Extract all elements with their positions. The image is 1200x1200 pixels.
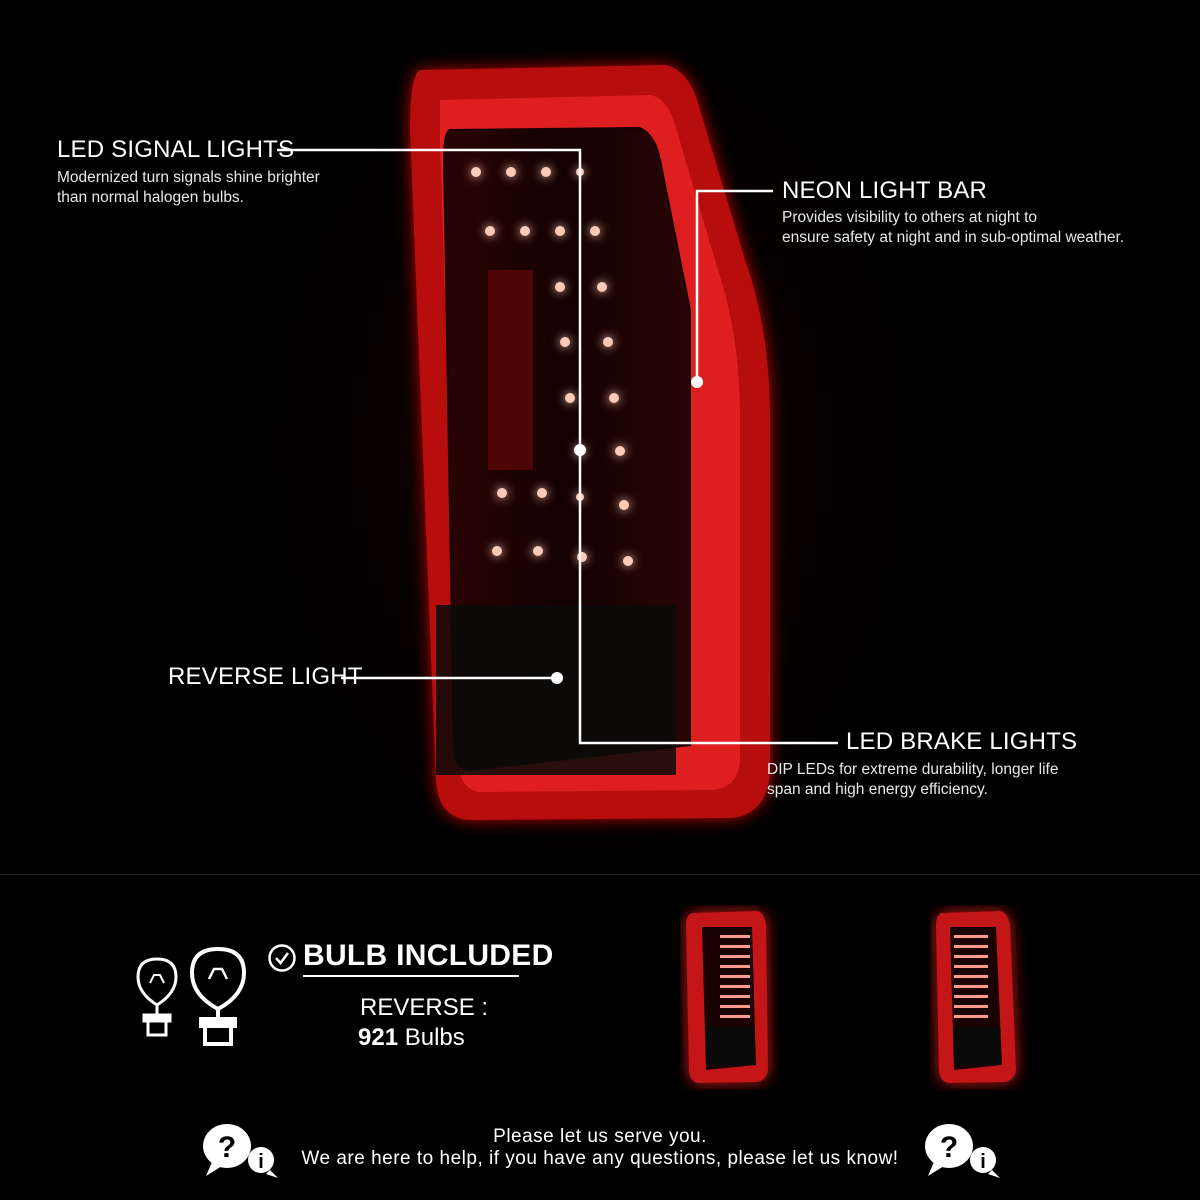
callout-signal-title: LED SIGNAL LIGHTS: [57, 136, 295, 163]
help-info-icon[interactable]: ? i: [922, 1120, 1002, 1180]
bulb-icons: [136, 946, 247, 1046]
bulb-included-title: BULB INCLUDED: [303, 939, 554, 972]
svg-text:?: ?: [218, 1131, 236, 1164]
bulb-small-icon: [136, 957, 178, 1037]
svg-text:i: i: [258, 1151, 264, 1173]
help-info-icon[interactable]: ? i: [200, 1120, 280, 1180]
callout-neon-desc-2: ensure safety at night and in sub-optima…: [782, 229, 1125, 246]
bulb-title-underline: [303, 975, 519, 977]
callout-signal-desc-1: Modernized turn signals shine brighter: [57, 169, 320, 186]
bulb-count-line: 921 Bulbs: [358, 1024, 465, 1052]
section-divider: [0, 874, 1200, 875]
taillight-illustration: [260, 30, 920, 870]
svg-text:i: i: [980, 1151, 986, 1173]
taillight-thumbnail-left: [686, 911, 768, 1083]
footer-line-2: We are here to help, if you have any que…: [301, 1148, 899, 1169]
taillight-thumbnail-right: [936, 911, 1016, 1083]
callout-neon-title: NEON LIGHT BAR: [782, 177, 988, 204]
svg-text:?: ?: [940, 1131, 958, 1164]
bulb-count-value: 921: [358, 1024, 399, 1051]
footer-line-1: Please let us serve you.: [493, 1126, 707, 1147]
check-circle-icon: [268, 944, 296, 972]
callout-reverse-title: REVERSE LIGHT: [168, 663, 363, 690]
bulb-count-unit: Bulbs: [404, 1024, 465, 1051]
callout-brake-desc-1: DIP LEDs for extreme durability, longer …: [767, 761, 1059, 778]
bulb-large-icon: [189, 946, 247, 1046]
callout-brake-desc-2: span and high energy efficiency.: [767, 781, 988, 798]
callout-neon-desc-1: Provides visibility to others at night t…: [782, 209, 1038, 226]
callout-signal-desc-2: than normal halogen bulbs.: [57, 189, 244, 206]
bulb-reverse-label: REVERSE :: [360, 994, 489, 1021]
callout-brake-title: LED BRAKE LIGHTS: [846, 728, 1078, 755]
